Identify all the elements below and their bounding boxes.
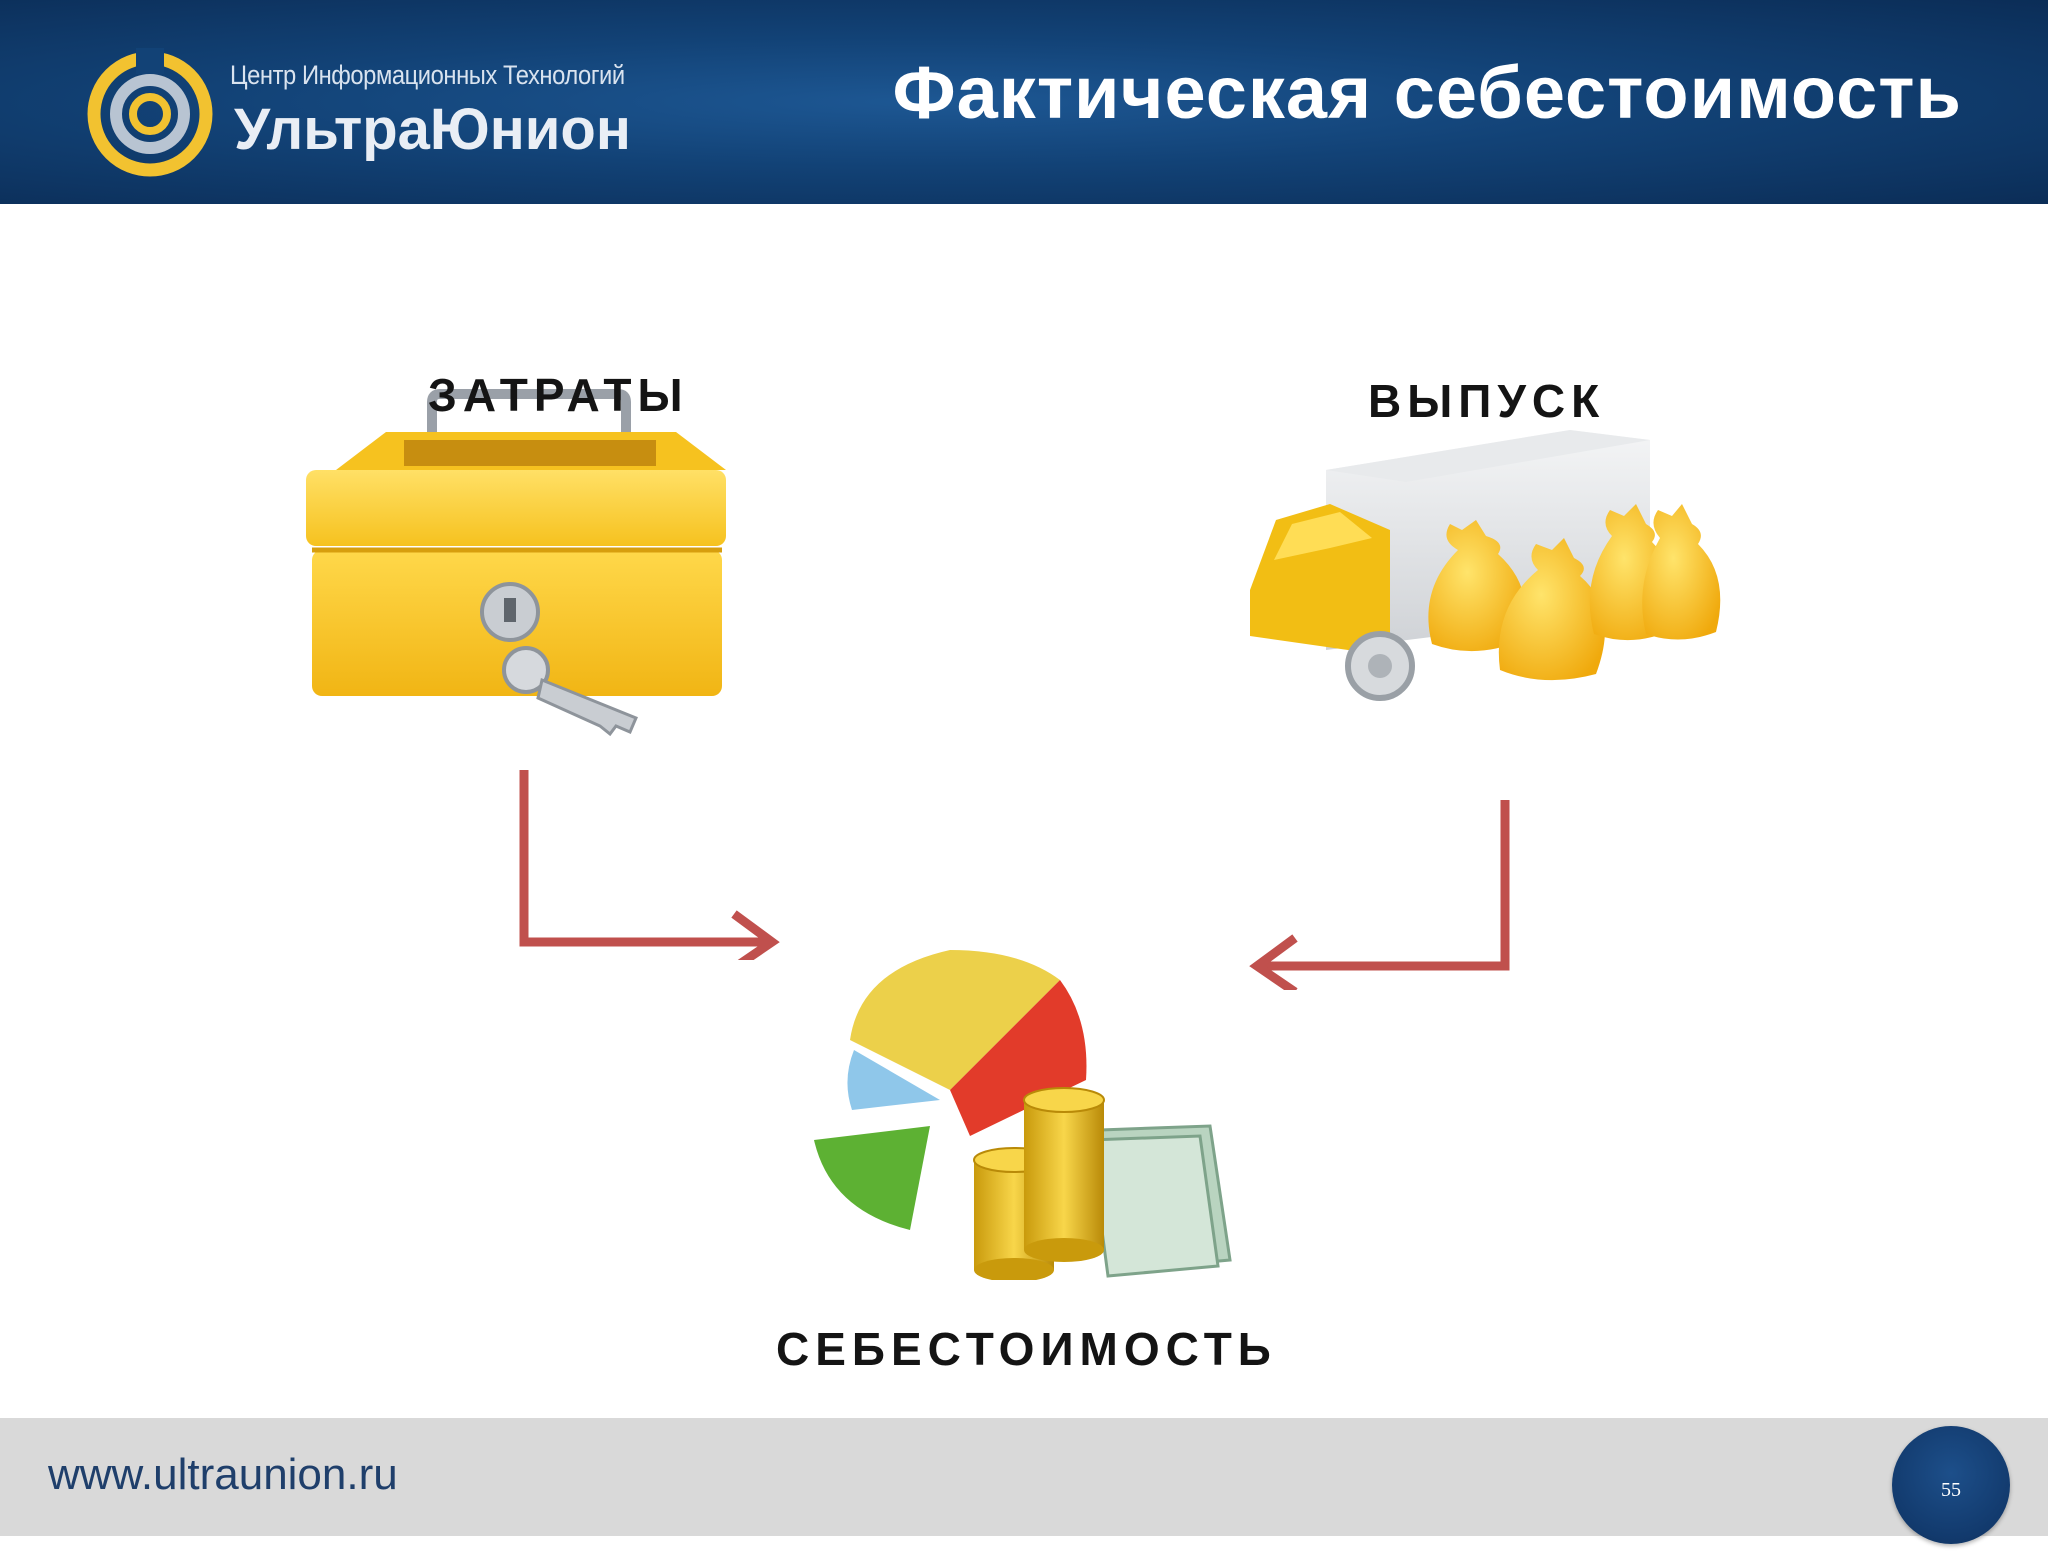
truck-icon <box>1250 430 1721 701</box>
arrow-costs-to-cost-price <box>519 770 780 960</box>
page-number: 55 <box>1941 1479 1961 1501</box>
footer-bar <box>0 1418 2048 1536</box>
logo-subtitle: Центр Информационных Технологий <box>230 60 625 90</box>
page-title: Фактическая себестоимость <box>892 51 1962 134</box>
header-bar: Центр Информационных Технологий УльтраЮн… <box>0 0 2048 204</box>
output-label: ВЫПУСК <box>1368 375 1606 427</box>
cashbox-icon <box>306 389 726 737</box>
website-link[interactable]: www.ultraunion.ru <box>48 1450 398 1499</box>
arrow-output-to-cost-price <box>1249 800 1510 990</box>
cost-price-label: СЕБЕСТОИМОСТЬ <box>776 1323 1277 1375</box>
logo-icon <box>87 48 213 177</box>
logo-name: УльтраЮнион <box>234 97 631 162</box>
page-number-badge: 55 <box>1892 1426 2010 1544</box>
costs-label: ЗАТРАТЫ <box>428 369 689 421</box>
finance-icon <box>814 950 1232 1280</box>
